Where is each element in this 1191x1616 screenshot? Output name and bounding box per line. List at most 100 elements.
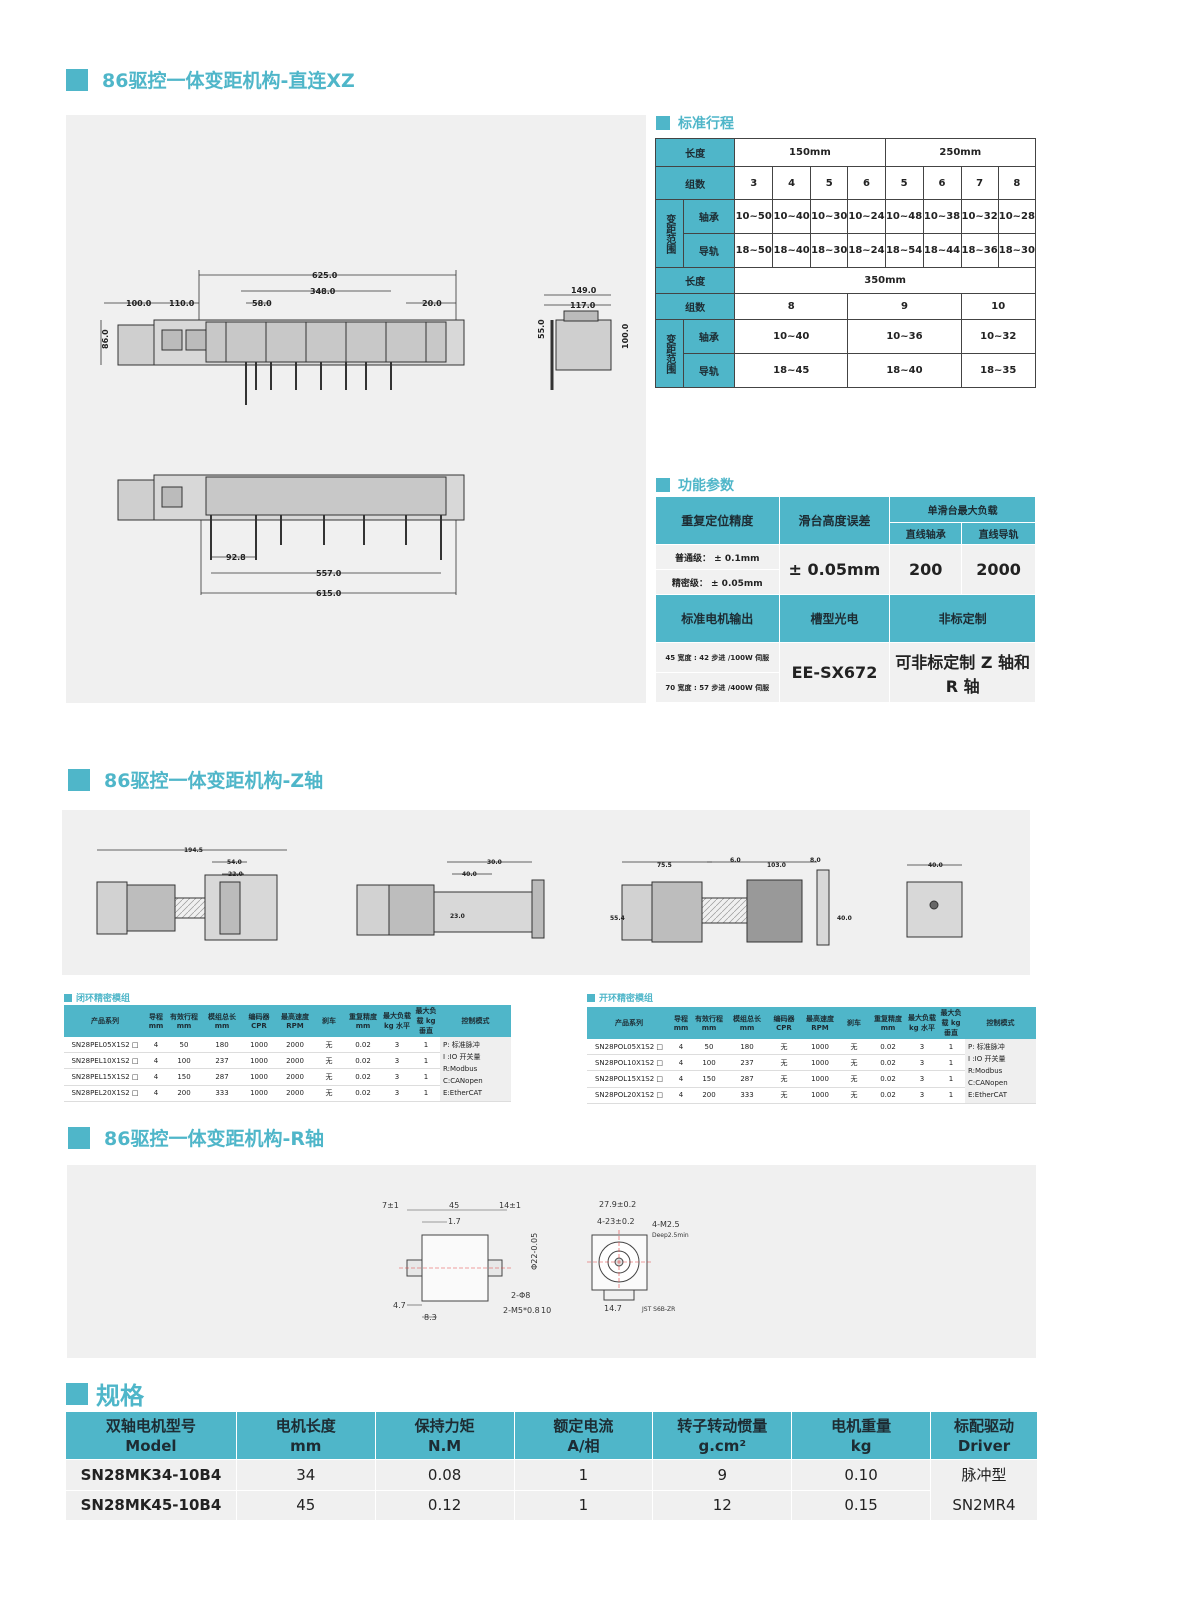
r-drawing: 7±1 45 14±1 1.7 4.7 8.3 Φ22-0.05 2-Φ8 2-… [382, 1200, 689, 1322]
ol-cell: 0.02 [869, 1054, 907, 1072]
cl-h-6: 刹车 [314, 1005, 344, 1037]
spec-h-inertia-l1: 转子转动惯量 [677, 1416, 768, 1435]
z-dim-f: 75.5 [657, 862, 672, 869]
cl-cell: 1000 [242, 1068, 276, 1086]
stroke-bearing-b-0: 10~40 [734, 319, 849, 354]
ol-cell: 100 [691, 1054, 727, 1072]
stroke-bearing-a-1: 10~40 [772, 199, 812, 234]
cl-cell: 4 [146, 1037, 166, 1054]
stroke-bearing-a-0: 10~50 [734, 199, 774, 234]
ol-ctrl-2: R:Modbus [968, 1067, 1003, 1075]
spec-h-weight-l2: kg [850, 1436, 872, 1455]
cl-cell: 1 [412, 1052, 440, 1070]
stroke-len-250: 250mm [884, 138, 1037, 167]
r-drawing-panel: 7±1 45 14±1 1.7 4.7 8.3 Φ22-0.05 2-Φ8 2-… [67, 1165, 1036, 1358]
spec-h-driver-l2: Driver [957, 1436, 1011, 1455]
xz-top-view [117, 319, 465, 405]
stroke-groups-label: 组数 [654, 166, 736, 200]
stroke-rail-a-3: 18~24 [847, 233, 886, 268]
title-marker-icon [656, 478, 670, 492]
cl-cell: 无 [314, 1037, 344, 1054]
ol-cell: 1 [937, 1039, 965, 1056]
cl-ctrl-0: P: 标准脉冲 [443, 1041, 480, 1049]
stroke-title-text: 标准行程 [678, 116, 734, 132]
ol-cell: 4 [671, 1039, 691, 1056]
stroke-groups-a-2: 5 [810, 166, 849, 200]
closed-loop-title-text: 闭环精密模组 [76, 994, 131, 1004]
ol-cell: 1 [937, 1087, 965, 1105]
spec-cell: 1 [513, 1459, 654, 1491]
r-dim-a: 7±1 [382, 1201, 399, 1210]
ol-cell: 1 [937, 1070, 965, 1088]
section-title-z-text: 86驱控一体变距机构-Z轴 [104, 770, 324, 792]
xz-front-dimensions [200, 520, 457, 595]
cl-cell: 200 [166, 1085, 202, 1103]
section-title-z: 86驱控一体变距机构-Z轴 [68, 766, 323, 793]
spec-h-driver-l1: 标配驱动 [953, 1416, 1014, 1435]
cl-cell: 333 [202, 1085, 242, 1103]
cl-cell: 100 [166, 1052, 202, 1070]
r-dim-b: 45 [449, 1201, 459, 1210]
cl-cell: 0.02 [344, 1068, 382, 1086]
stroke-bearing-b-2: 10~32 [960, 319, 1037, 354]
ol-cell: 无 [767, 1039, 801, 1056]
cl-cell: 1 [412, 1037, 440, 1054]
stroke-bearing-b-1: 10~36 [847, 319, 962, 354]
ol-h-1: 导程 mm [671, 1007, 691, 1039]
stroke-rail-a-6: 18~36 [960, 233, 999, 268]
ol-cell: 150 [691, 1070, 727, 1088]
spec-h-length-l2: mm [290, 1436, 322, 1455]
cl-cell: 1000 [242, 1037, 276, 1054]
cl-cell: 1 [412, 1085, 440, 1103]
dim-55: 55.0 [537, 319, 546, 339]
r-dim-d: 1.7 [448, 1217, 461, 1226]
cl-h-2: 有效行程 mm [166, 1005, 202, 1037]
spec-driver-model: SN2MR4 [952, 1496, 1016, 1514]
open-loop-table: 产品系列 导程 mm 有效行程 mm 模组总长 mm 编码器 CPR 最高速度 … [587, 1007, 1036, 1105]
spec-model-2: SN28MK45-10B4 [65, 1489, 237, 1521]
ol-cell: 0.02 [869, 1039, 907, 1056]
ol-cell: 无 [767, 1087, 801, 1105]
cl-cell: 4 [146, 1085, 166, 1103]
cl-ctrl-4: E:EtherCAT [443, 1089, 482, 1097]
cl-cell: 237 [202, 1052, 242, 1070]
stroke-groups-b-0: 8 [734, 293, 849, 320]
stroke-groups-a-5: 6 [922, 166, 962, 200]
ol-ctrl-1: I :IO 开关量 [968, 1055, 1006, 1063]
cl-ctrl-modes: P: 标准脉冲 I :IO 开关量 R:Modbus C:CANopen E:E… [440, 1037, 511, 1102]
dim-86: 86.0 [101, 329, 110, 349]
ol-cell: 3 [907, 1087, 937, 1105]
spec-driver: 脉冲型 SN2MR4 [930, 1459, 1038, 1521]
dim-117: 117.0 [570, 301, 596, 310]
cl-cell: 150 [166, 1068, 202, 1086]
stroke-len-label: 长度 [654, 138, 736, 167]
r-dim-c: 14±1 [499, 1201, 521, 1210]
z-dim-c: 22.0 [228, 871, 243, 878]
cl-cell: 4 [146, 1052, 166, 1070]
r-dim-h: 2-Φ8 [511, 1291, 530, 1300]
ol-cell: 1000 [801, 1070, 839, 1088]
title-marker-icon [66, 1382, 88, 1405]
dim-58: 58.0 [252, 299, 272, 308]
open-loop-title-text: 开环精密模组 [599, 994, 654, 1004]
spec-cell: 0.10 [791, 1459, 931, 1491]
z-view-4 [906, 864, 963, 938]
section-title-spec-text: 规格 [96, 1382, 144, 1410]
stroke-rail-a-0: 18~50 [734, 233, 774, 268]
cl-cell: 0.02 [344, 1052, 382, 1070]
z-dim-l: 40.0 [837, 915, 852, 922]
ol-cell: 无 [839, 1039, 869, 1056]
cl-cell: 180 [202, 1037, 242, 1054]
cl-cell: 无 [314, 1085, 344, 1103]
cl-h-4: 编码器 CPR [242, 1005, 276, 1037]
func-sensor: EE-SX672 [778, 642, 891, 703]
ol-cell: 0.02 [869, 1070, 907, 1088]
spec-h-torque-l1: 保持力矩 [414, 1416, 475, 1435]
stroke-len-label-b: 长度 [654, 267, 736, 294]
z-dim-j: 40.0 [928, 862, 943, 869]
ol-cell: 4 [671, 1087, 691, 1105]
stroke-groups-a-3: 6 [847, 166, 886, 200]
